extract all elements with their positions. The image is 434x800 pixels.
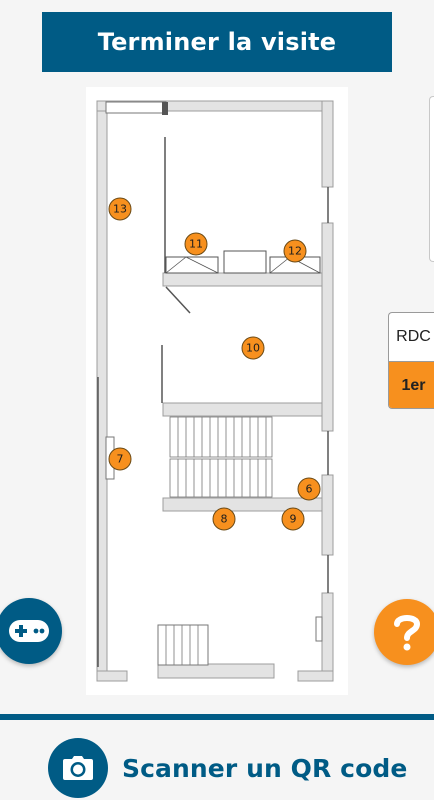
poi-marker[interactable]: 8 xyxy=(212,507,236,531)
scan-qr-label: Scanner un QR code xyxy=(122,753,408,783)
floor-selector: RDC 1er xyxy=(388,312,434,409)
side-panel-handle[interactable] xyxy=(429,96,434,262)
poi-marker[interactable]: 12 xyxy=(283,239,307,263)
question-mark-icon xyxy=(394,615,421,651)
help-button[interactable] xyxy=(374,599,434,665)
floor-plan-drawing xyxy=(96,100,334,682)
camera-button-circle xyxy=(48,738,108,798)
poi-marker[interactable]: 9 xyxy=(281,507,305,531)
poi-marker[interactable]: 13 xyxy=(108,197,132,221)
bottom-bar: Scanner un QR code xyxy=(0,714,434,800)
poi-marker[interactable]: 7 xyxy=(108,447,132,471)
game-button[interactable] xyxy=(0,598,62,664)
camera-icon xyxy=(63,756,93,780)
poi-marker[interactable]: 10 xyxy=(241,336,265,360)
poi-marker[interactable]: 11 xyxy=(184,232,208,256)
floor-button-1er[interactable]: 1er xyxy=(389,361,434,408)
end-visit-button[interactable]: Terminer la visite xyxy=(42,12,392,72)
poi-marker[interactable]: 6 xyxy=(297,477,321,501)
gamepad-icon xyxy=(9,620,49,642)
scan-qr-button[interactable]: Scanner un QR code xyxy=(48,738,407,798)
floor-plan[interactable]: 13 11 12 10 7 6 8 9 xyxy=(86,87,348,695)
floor-button-rdc[interactable]: RDC xyxy=(396,328,431,345)
